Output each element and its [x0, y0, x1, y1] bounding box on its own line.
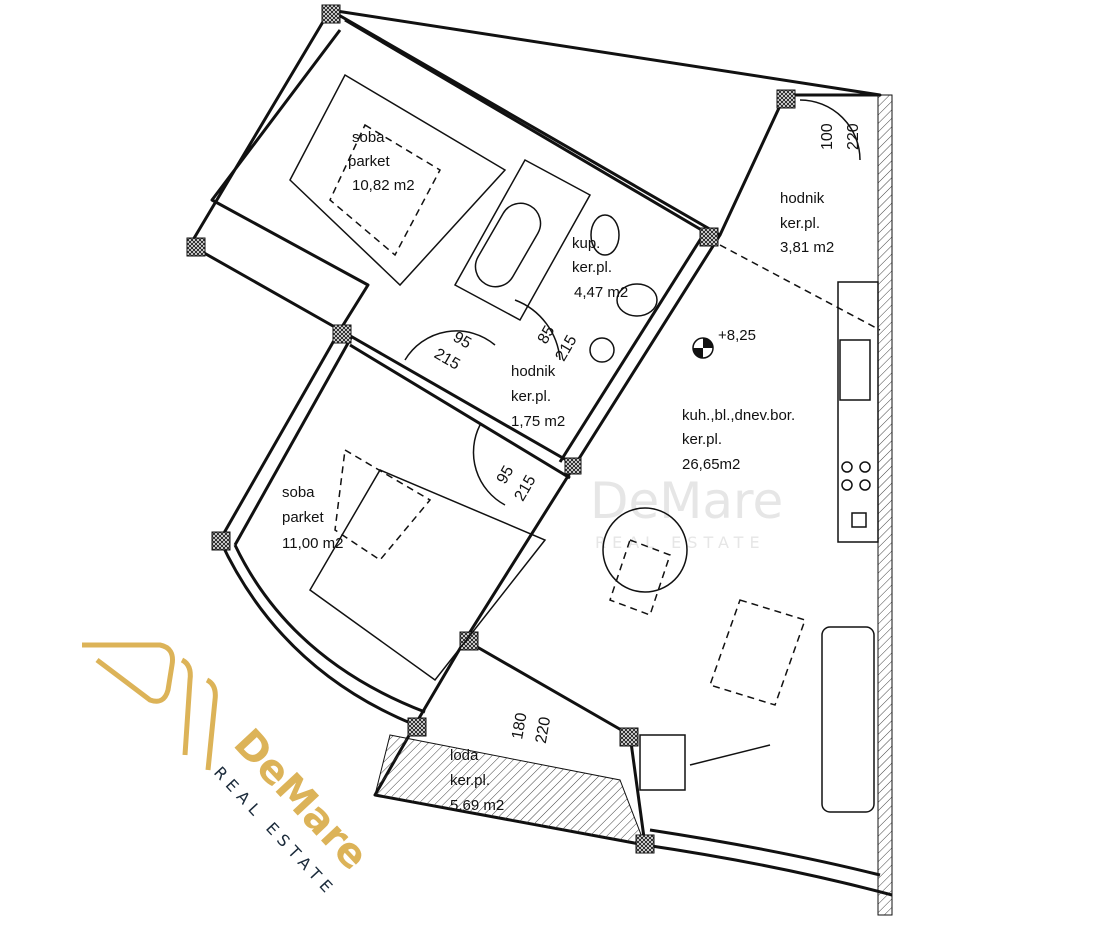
room-area: 5,69 m2 — [450, 797, 504, 814]
column — [776, 89, 796, 109]
column — [321, 4, 341, 24]
column — [699, 227, 719, 247]
balcony-tiles — [374, 734, 646, 846]
room-hodnik-inner: hodnik ker.pl. 1,75 m2 — [511, 363, 565, 430]
kitchen-sink — [839, 339, 871, 401]
column — [407, 717, 427, 737]
tv-stand — [639, 734, 686, 791]
room-soba-upper: soba parket 10,82 m2 — [348, 129, 415, 194]
door-height: 215 — [553, 332, 581, 364]
stove-burners-icon — [841, 461, 871, 491]
column — [211, 531, 231, 551]
room-area: 10,82 m2 — [352, 177, 415, 194]
door-width: 95 — [450, 329, 474, 353]
dining-table — [602, 507, 688, 593]
logo-mark-stroke — [205, 677, 218, 771]
column — [459, 631, 479, 651]
column — [619, 727, 639, 747]
room-floor: ker.pl. — [780, 215, 820, 232]
column — [635, 834, 655, 854]
room-name: hodnik — [780, 190, 825, 207]
room-name: kuh.,bl.,dnev.bor. — [682, 407, 795, 424]
watermark-tagline: REAL ESTATE — [595, 533, 766, 552]
column — [332, 324, 352, 344]
door-height: 220 — [533, 716, 554, 745]
watermark: DeMare REAL ESTATE — [590, 472, 783, 552]
room-floor: parket — [348, 153, 391, 170]
watermark-brand: DeMare — [590, 472, 783, 530]
door-swings — [404, 99, 881, 506]
sofa — [821, 626, 875, 813]
walls — [186, 4, 893, 897]
room-floor: ker.pl. — [450, 772, 490, 789]
room-loda: loda ker.pl. 5,69 m2 — [450, 747, 504, 814]
room-name: loda — [450, 747, 479, 764]
room-floor: ker.pl. — [511, 388, 551, 405]
room-floor: parket — [282, 509, 325, 526]
logo-mark — [82, 642, 175, 704]
room-name: soba — [282, 484, 315, 501]
level-value: +8,25 — [718, 327, 756, 344]
level-marker: +8,25 — [692, 327, 756, 359]
room-area: 1,75 m2 — [511, 413, 565, 430]
toilet — [590, 214, 620, 256]
logo-mark-stroke — [180, 657, 193, 756]
room-area: 4,47 m2 — [574, 284, 628, 301]
door-width: 100 — [819, 123, 836, 150]
door-width: 95 — [494, 463, 518, 487]
dining-rug — [609, 539, 671, 616]
door-height: 215 — [512, 472, 540, 504]
washing-machine — [589, 337, 615, 363]
door-width: 85 — [535, 323, 559, 347]
room-living: kuh.,bl.,dnev.bor. ker.pl. 26,65m2 — [682, 407, 795, 473]
tv-cable — [689, 744, 771, 766]
coffee-table — [709, 599, 806, 706]
room-floor: ker.pl. — [682, 431, 722, 448]
room-area: 26,65m2 — [682, 456, 740, 473]
bathtub-basin — [474, 202, 542, 288]
rug-lower — [334, 448, 432, 561]
bathtub — [453, 158, 592, 322]
room-floor: ker.pl. — [572, 259, 612, 276]
room-soba-lower: soba parket 11,00 m2 — [282, 484, 343, 552]
column — [186, 237, 206, 257]
room-area: 3,81 m2 — [780, 239, 834, 256]
door-height: 215 — [431, 346, 463, 374]
bed-upper — [289, 73, 507, 287]
room-kupaonica: kup. ker.pl. 4,47 m2 — [572, 235, 628, 301]
kitchen-counter — [837, 281, 879, 543]
furniture — [289, 73, 879, 813]
room-hodnik-entry: hodnik ker.pl. 3,81 m2 — [780, 190, 834, 256]
door-width: 180 — [509, 711, 530, 740]
exterior-wall-right — [877, 94, 893, 916]
stove-icon — [851, 512, 867, 528]
sink — [616, 283, 658, 317]
room-name: kup. — [572, 235, 600, 252]
room-name: soba — [352, 129, 385, 146]
room-area: 11,00 m2 — [282, 535, 343, 552]
bed-lower — [309, 469, 547, 682]
rug-upper — [329, 123, 441, 257]
room-name: hodnik — [511, 363, 556, 380]
column — [564, 457, 582, 475]
demare-logo: DeMare REAL ESTATE — [82, 642, 377, 900]
door-height: 220 — [845, 123, 862, 150]
